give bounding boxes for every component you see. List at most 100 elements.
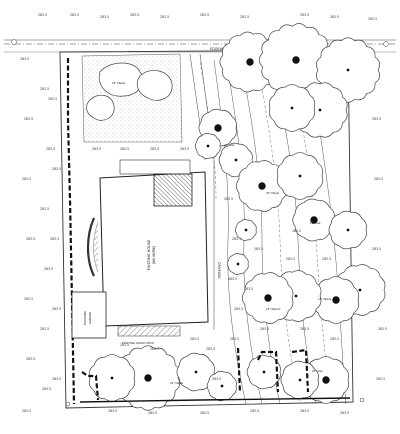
tree-trunk-marker bbox=[234, 158, 238, 162]
spot-elevations: 283.5 283.5 283.5 283.5 283.5 283.5 283.5 283.5… bbox=[20, 13, 387, 415]
spot-elevation: 283.5 bbox=[254, 247, 263, 251]
spot-elevation: 283.5 bbox=[260, 327, 269, 331]
spot-elevation: 283.5 bbox=[372, 117, 381, 121]
boundary-markers bbox=[11, 39, 389, 407]
spot-elevation: 283.5 bbox=[372, 247, 381, 251]
tree-trunk-marker bbox=[262, 370, 266, 374]
spot-elevation: 283.5 bbox=[250, 409, 259, 413]
spot-elevation: 283.5 bbox=[150, 147, 159, 151]
spot-elevation: 283.5 bbox=[206, 347, 215, 351]
spot-elevation: 283.5 bbox=[130, 13, 139, 17]
spot-elevation: 283.5 bbox=[108, 409, 117, 413]
spot-elevation: 283.5 bbox=[40, 327, 49, 331]
front-yard-planting-area bbox=[81, 53, 183, 143]
spot-elevation: 283.5 bbox=[20, 57, 29, 61]
spot-elevation: 283.5 bbox=[22, 409, 31, 413]
spot-elevation: 283.5 bbox=[22, 177, 31, 181]
tree-tag: 18" Maple bbox=[112, 81, 126, 85]
tree-trunk-marker bbox=[264, 294, 272, 302]
spot-elevation: 283.5 bbox=[24, 297, 33, 301]
spot-elevation: 283.5 bbox=[120, 147, 129, 151]
rear-fence-segments bbox=[79, 347, 351, 403]
spot-elevation: 283.5 bbox=[150, 347, 159, 351]
spot-elevation: 283.5 bbox=[224, 197, 233, 201]
tree-trunk-marker bbox=[110, 376, 114, 380]
spot-elevation: 283.5 bbox=[300, 13, 309, 17]
spot-elevation: 283.5 bbox=[376, 377, 385, 381]
spot-elevation: 283.5 bbox=[234, 307, 243, 311]
house-label-line2: (NO WORK) bbox=[152, 246, 156, 264]
spot-elevation: 283.5 bbox=[38, 13, 47, 17]
tree-canopies bbox=[88, 23, 386, 411]
spot-elevation: 283.5 bbox=[44, 267, 53, 271]
spot-elevation: 283.5 bbox=[232, 237, 241, 241]
spot-elevation: 283.5 bbox=[26, 237, 35, 241]
curved-side-wall bbox=[86, 217, 96, 277]
spot-elevation: 283.5 bbox=[40, 207, 49, 211]
tree-trunk-marker bbox=[298, 174, 302, 178]
spot-elevation: 283.5 bbox=[368, 17, 377, 21]
tree-trunk-marker bbox=[258, 182, 266, 190]
spot-elevation: 283.5 bbox=[24, 117, 33, 121]
spot-elevation: 283.5 bbox=[52, 307, 61, 311]
spot-elevation: 283.5 bbox=[300, 409, 309, 413]
spot-elevation: 283.5 bbox=[120, 343, 129, 347]
house-label-line1: EXISTING HOUSE bbox=[147, 239, 151, 270]
spot-elevation: 283.5 bbox=[52, 167, 61, 171]
tree-trunk-marker bbox=[322, 376, 330, 384]
tree-tag: 18" Walnut bbox=[266, 307, 280, 311]
spot-elevation: 283.5 bbox=[40, 87, 49, 91]
tree-trunk-marker bbox=[318, 108, 322, 112]
spot-elevation: 283.5 bbox=[190, 337, 199, 341]
side-wall-hatch bbox=[93, 221, 99, 273]
tree-trunk-marker bbox=[236, 262, 240, 266]
spot-elevation: 283.5 bbox=[300, 327, 309, 331]
spot-elevation: 283.5 bbox=[212, 377, 221, 381]
spot-elevation: 283.5 bbox=[240, 15, 249, 19]
spot-elevation: 283.5 bbox=[26, 357, 35, 361]
tree-trunk-marker bbox=[144, 374, 152, 382]
spot-elevation: 283.5 bbox=[148, 411, 157, 415]
tree-trunk-marker bbox=[346, 68, 350, 72]
left-fence-line bbox=[66, 58, 76, 405]
spot-elevation: 283.5 bbox=[46, 147, 55, 151]
tree-trunk-marker bbox=[294, 294, 298, 298]
spot-elevation: 283.5 bbox=[286, 257, 295, 261]
tree-tag: 30" Maple bbox=[266, 191, 280, 195]
tree-trunk-marker bbox=[298, 378, 302, 382]
tree-tag: 16" Maple bbox=[318, 297, 332, 301]
tree-trunk-marker bbox=[244, 228, 248, 232]
tree-trunk-marker bbox=[332, 296, 340, 304]
driveway-label: DRIVEWAY bbox=[217, 262, 221, 279]
spot-elevation: 283.5 bbox=[42, 387, 51, 391]
spot-elevation: 283.5 bbox=[50, 237, 59, 241]
spot-elevation: 283.5 bbox=[52, 377, 61, 381]
spot-elevation: 283.5 bbox=[244, 287, 253, 291]
spot-elevation: 283.5 bbox=[228, 277, 237, 281]
spot-elevation: 283.5 bbox=[340, 411, 349, 415]
spot-elevation: 283.5 bbox=[100, 15, 109, 19]
tree-trunk-marker bbox=[310, 216, 318, 224]
tree-trunk-marker bbox=[292, 56, 300, 64]
tree-tag: 24" Maple bbox=[170, 381, 184, 385]
tree-tags: 18" Maple 24" Oak 30" Maple 12" Oak 18" … bbox=[112, 81, 332, 385]
tree-tag: 12" Oak bbox=[310, 221, 321, 225]
spot-elevation: 283.5 bbox=[48, 97, 57, 101]
spot-elevation: 283.5 bbox=[92, 147, 101, 151]
spot-elevation: 283.5 bbox=[180, 147, 189, 151]
spot-elevation: 283.5 bbox=[292, 229, 301, 233]
tree-trunk-marker bbox=[206, 144, 210, 148]
spot-elevation: 283.5 bbox=[330, 15, 339, 19]
tree-tag: 24" Oak bbox=[224, 143, 235, 147]
spot-elevation: 283.5 bbox=[70, 13, 79, 17]
spot-elevation: 283.5 bbox=[378, 327, 387, 331]
existing-garage: EXISTING GARAGE bbox=[71, 291, 107, 339]
tree-trunk-marker bbox=[214, 124, 222, 132]
tree-trunk-marker bbox=[290, 106, 294, 110]
spot-elevation: 283.5 bbox=[200, 411, 209, 415]
garage-label-line2: GARAGE bbox=[88, 312, 92, 325]
tree-tag: 20" Oak bbox=[312, 369, 323, 373]
spot-elevation: 283.5 bbox=[230, 337, 239, 341]
spot-elevation: 283.5 bbox=[330, 337, 339, 341]
